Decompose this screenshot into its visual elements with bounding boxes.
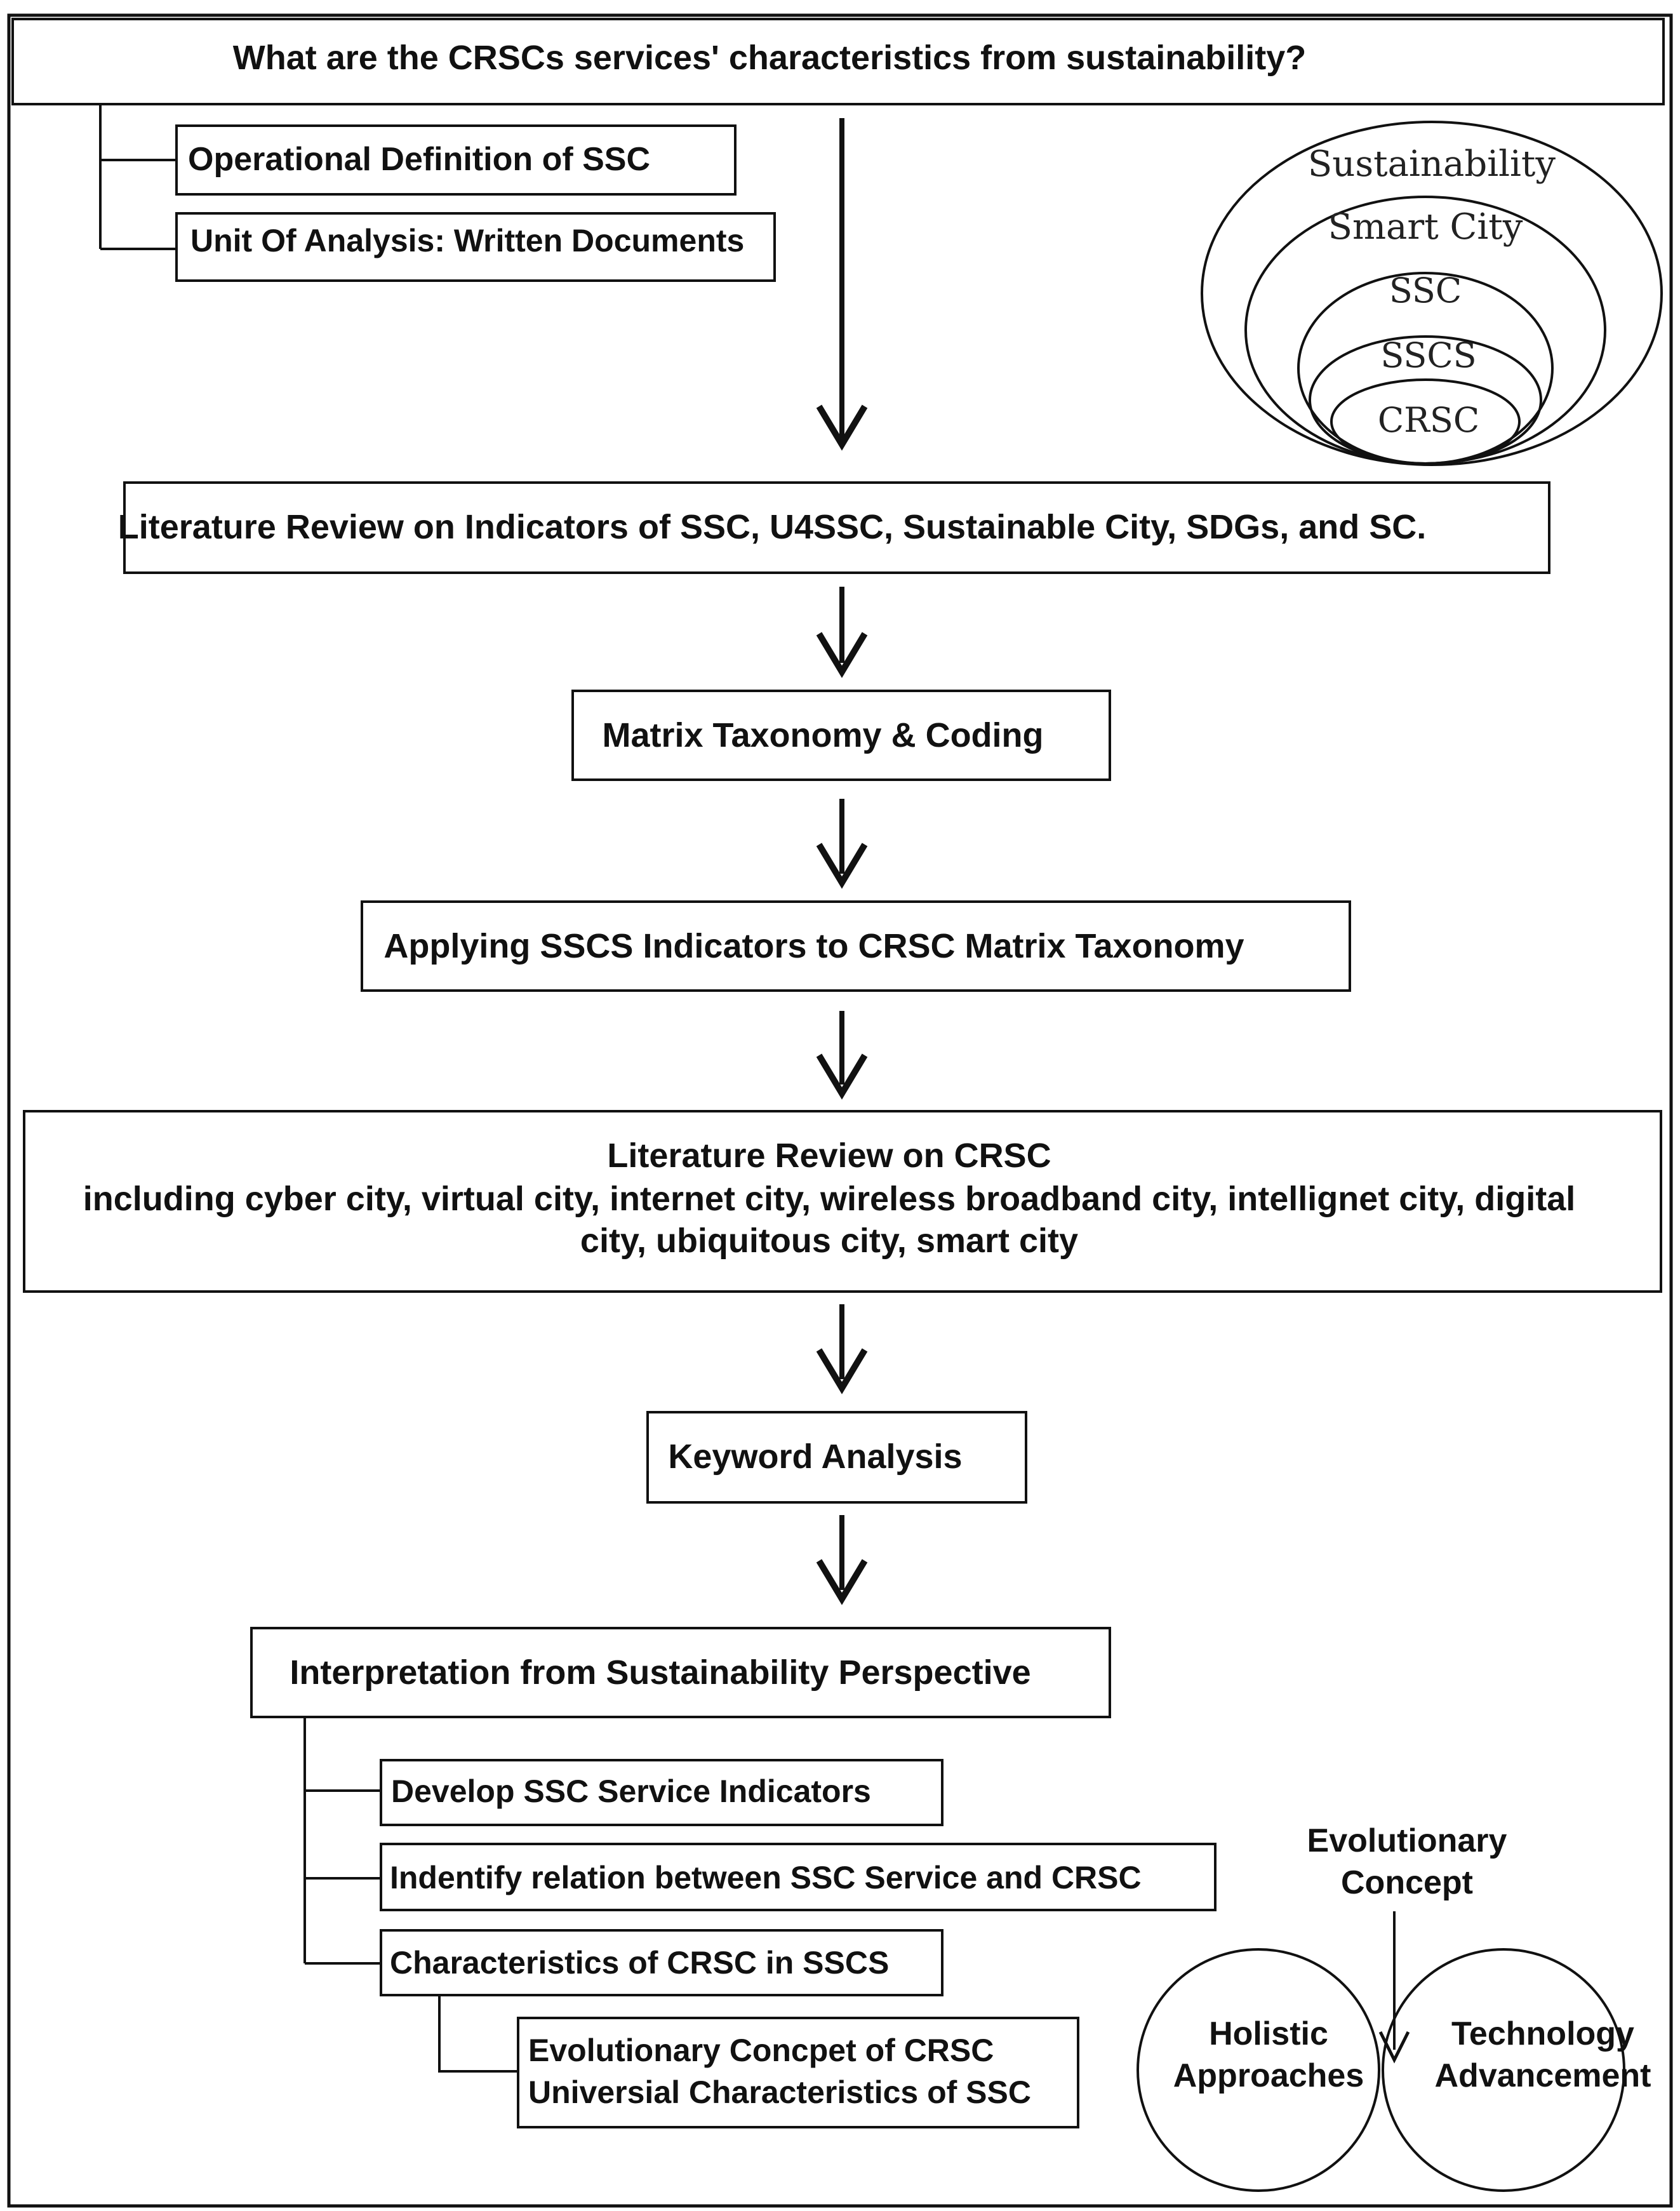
- circle-label-ssc: SSC: [1389, 271, 1462, 311]
- literature-review-indicators-box: Literature Review on Indicators of SSC, …: [118, 481, 1550, 574]
- keyword-analysis-text: Keyword Analysis: [668, 1438, 962, 1476]
- evolutionary-universal-box: Evolutionary Concpet of CRSC Universial …: [517, 2017, 1079, 2128]
- applying-indicators-box: Applying SSCS Indicators to CRSC Matrix …: [361, 900, 1351, 992]
- question-box: What are the CRSCs services' characteris…: [11, 18, 1665, 105]
- venn-right-line2: Advancement: [1435, 2057, 1651, 2094]
- interpretation-text: Interpretation from Sustainability Persp…: [290, 1653, 1030, 1692]
- outer-frame: [7, 13, 1673, 2208]
- characteristics-crsc-box: Characteristics of CRSC in SSCS: [380, 1929, 943, 1996]
- universal-characteristics-ssc-text: Universial Characteristics of SSC: [528, 2074, 1031, 2110]
- matrix-taxonomy-text: Matrix Taxonomy & Coding: [602, 716, 1043, 754]
- nested-concepts-diagram: Sustainability Smart City SSC SSCS CRSC: [1201, 121, 1663, 466]
- unit-of-analysis-text: Unit Of Analysis: Written Documents: [190, 223, 744, 258]
- venn-diagram: Evolutionary Concept Holistic Approaches…: [1137, 1822, 1651, 2192]
- operational-definition-box: Operational Definition of SSC: [175, 124, 737, 196]
- develop-indicators-text: Develop SSC Service Indicators: [391, 1773, 871, 1809]
- top-bracket: [99, 104, 177, 250]
- literature-review-crsc-line2: including cyber city, virtual city, inte…: [83, 1180, 1576, 1218]
- keyword-analysis-box: Keyword Analysis: [646, 1411, 1027, 1504]
- venn-left-line1: Holistic: [1209, 2015, 1328, 2052]
- bottom-bracket: [303, 1717, 381, 1965]
- develop-indicators-box: Develop SSC Service Indicators: [380, 1759, 943, 1826]
- venn-arrowhead: [1378, 2031, 1410, 2064]
- venn-left-line2: Approaches: [1173, 2057, 1364, 2094]
- unit-of-analysis-box: Unit Of Analysis: Written Documents: [175, 212, 776, 282]
- literature-review-crsc-title: Literature Review on CRSC: [607, 1137, 1051, 1175]
- circle-label-sustainability: Sustainability: [1308, 144, 1556, 185]
- evolutionary-concept-crsc-text: Evolutionary Concpet of CRSC: [528, 2033, 994, 2068]
- venn-top-label-line1: Evolutionary: [1307, 1822, 1507, 1859]
- venn-top-label-line2: Concept: [1341, 1864, 1473, 1901]
- identify-relation-text: Indentify relation between SSC Service a…: [390, 1860, 1142, 1895]
- circle-label-smart-city: Smart City: [1328, 206, 1523, 248]
- operational-definition-text: Operational Definition of SSC: [188, 141, 650, 178]
- question-text: What are the CRSCs services' characteris…: [233, 39, 1306, 77]
- literature-review-crsc-line3: city, ubiquitous city, smart city: [580, 1222, 1078, 1260]
- venn-right-line1: Technology: [1451, 2015, 1634, 2052]
- circle-label-sscs: SSCS: [1380, 335, 1476, 375]
- literature-review-crsc-box: Literature Review on CRSC including cybe…: [23, 1110, 1662, 1293]
- applying-indicators-text: Applying SSCS Indicators to CRSC Matrix …: [383, 927, 1244, 965]
- literature-review-indicators-text: Literature Review on Indicators of SSC, …: [118, 508, 1426, 546]
- interpretation-box: Interpretation from Sustainability Persp…: [250, 1627, 1111, 1718]
- matrix-taxonomy-box: Matrix Taxonomy & Coding: [571, 690, 1111, 781]
- sub-sub-bracket: [438, 1995, 518, 2073]
- characteristics-crsc-text: Characteristics of CRSC in SSCS: [390, 1945, 889, 1981]
- circle-label-crsc: CRSC: [1378, 400, 1479, 440]
- identify-relation-box: Indentify relation between SSC Service a…: [380, 1843, 1217, 1911]
